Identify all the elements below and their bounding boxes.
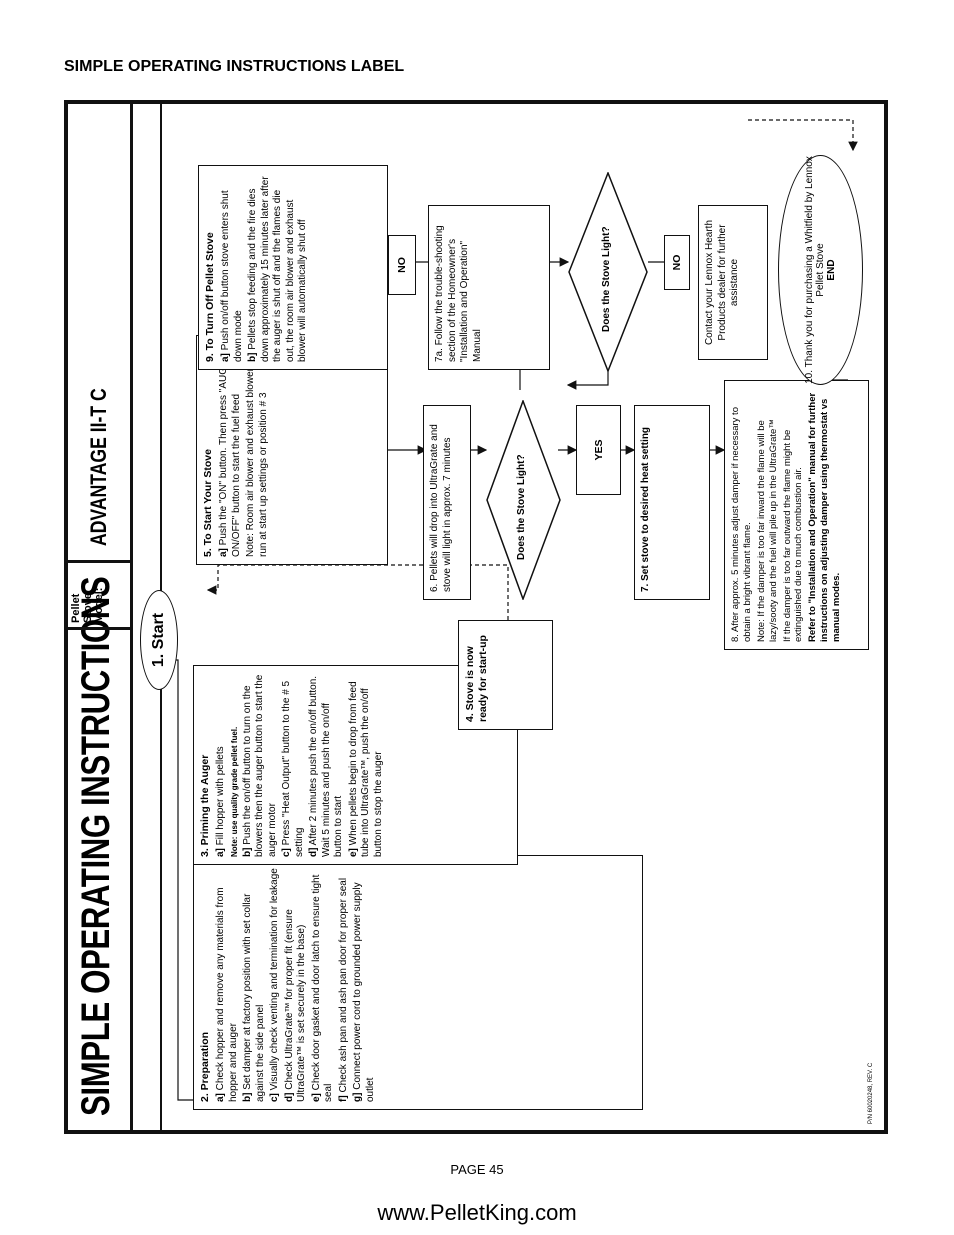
turn-off-pellet-stove-box: 9. To Turn Off Pellet Stove a] Push on/o… [198, 165, 388, 370]
decision-diamond-2: Does the Stove Light? [568, 170, 648, 374]
page-number: PAGE 45 [450, 1162, 504, 1177]
end-text: 10. Thank you for purchasing a Whitfield… [804, 156, 826, 384]
website-url: www.PelletKing.com [377, 1200, 577, 1225]
rotated-label-content-right: 9. To Turn Off Pellet Stove a] Push on/o… [68, 104, 884, 1130]
turn-off-item: b] Pellets stop feeding and the fire die… [247, 176, 309, 362]
label-frame [64, 100, 888, 1134]
turn-off-title: 9. To Turn Off Pellet Stove [204, 232, 216, 362]
diamond-shape [486, 398, 561, 602]
rotated-label-content: SIMPLE OPERATING INSTRUCTIONS Pellet Sto… [68, 104, 884, 1130]
decision-diamond-1: Does the Stove Light? [486, 398, 561, 602]
turn-off-item: a] Push on/off button stove enters shut … [220, 190, 244, 362]
diamond-shape [568, 170, 648, 374]
end-label: END [826, 259, 837, 281]
page-heading: SIMPLE OPERATING INSTRUCTIONS LABEL [64, 58, 405, 75]
end-oval: 10. Thank you for purchasing a Whitfield… [778, 155, 863, 385]
